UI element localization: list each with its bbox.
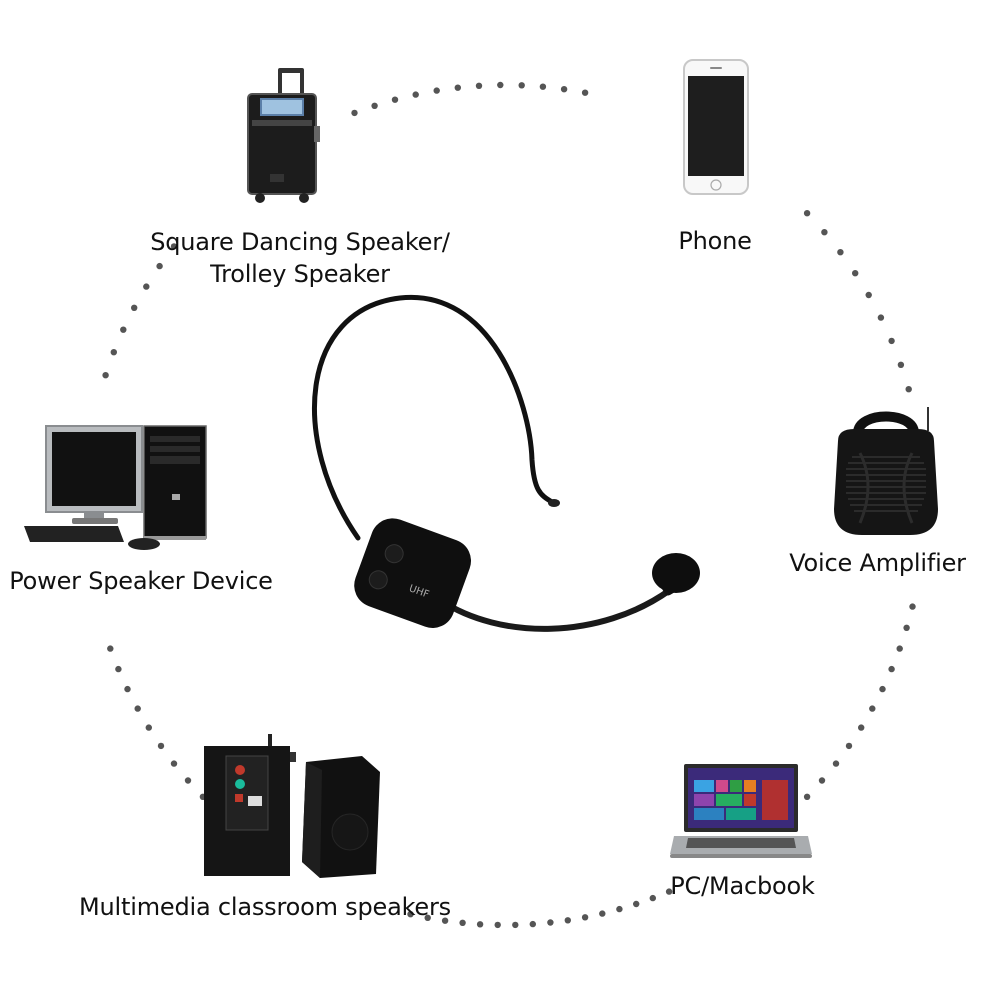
connector-dot [157,742,165,750]
connector-dot [649,894,656,902]
connector-dot [170,243,178,250]
classroom-speakers-device [202,732,388,880]
connector-dot [539,83,547,90]
connector-dot [412,91,419,98]
connector-dot [476,921,484,928]
voice-amplifier-device [830,405,942,537]
connector-dot [865,291,872,299]
connector-dot [896,645,903,652]
connector-dot [818,777,826,784]
desktop-computer-icon [24,425,207,550]
connector-dot [497,81,504,89]
connector-dot [821,229,828,236]
phone-device [682,58,750,196]
trolley-speaker-icon [247,68,320,203]
headset-microphone: UHF [300,290,720,660]
portable-amplifier-icon [834,407,938,535]
dotted-arc-bottom [407,888,673,929]
device-label-power-speaker: Power Speaker Device [9,567,273,595]
connector-dot [371,102,378,110]
connector-dot [832,760,840,767]
connector-dot [512,921,519,929]
connector-dot [518,82,525,89]
connector-dot [120,326,127,333]
connector-dot [529,920,536,928]
dotted-arc-lower-left [107,645,207,800]
laptop-icon [670,764,812,858]
connector-dot [170,760,178,767]
connector-dot [903,624,910,631]
connector-dot [547,919,554,926]
connector-dot [424,914,431,921]
connector-dot [581,914,589,921]
trolley-speaker-device [240,66,322,206]
connector-dot [433,87,440,94]
connector-dot [633,900,640,908]
connector-dot [852,270,859,277]
bookshelf-speakers-icon [204,734,380,878]
connector-dot [888,337,895,345]
connector-dot [124,685,131,693]
dotted-arc-upper-right [803,210,912,393]
connector-dot [454,84,461,91]
connector-dot [115,665,122,673]
connector-dot [905,386,912,393]
connector-dot [858,724,865,731]
connector-dot [134,705,141,712]
connector-dot [156,262,163,270]
device-label-phone: Phone [678,227,752,255]
device-label-pc-macbook: PC/Macbook [670,872,815,900]
connector-dot [131,304,138,311]
connector-dot [407,911,414,918]
headset-microphone-icon: UHF [311,294,700,632]
power-speaker-device [22,422,208,552]
label-line-2: Trolley Speaker [210,260,390,288]
connector-dot [107,645,114,652]
connector-dot [803,210,811,217]
connector-dot [599,910,606,917]
smartphone-icon [683,59,749,195]
pc-macbook-device [670,762,812,860]
connector-dot [845,742,853,750]
dotted-arc-upper-left [102,243,178,379]
connector-dot [581,89,589,96]
device-label-classroom-speakers: Multimedia classroom speakers [79,893,451,921]
connector-dot [145,724,152,731]
dotted-arc-top [351,81,589,117]
connector-dot [909,603,916,610]
connector-dot [616,905,623,913]
connector-dot [888,665,895,673]
device-label-voice-amplifier: Voice Amplifier [789,549,966,577]
connector-dot [803,793,811,800]
connector-dot [351,109,358,117]
connector-dot [869,705,876,712]
connector-dot [391,96,399,103]
label-line-1: Square Dancing Speaker/ [150,228,450,256]
connector-dot [441,917,449,924]
dotted-arc-lower-right [803,603,916,800]
connector-dot [560,86,568,93]
device-label-trolley-speaker: Square Dancing Speaker/ Trolley Speaker [120,226,480,290]
connector-dot [564,917,571,924]
connector-dot [475,82,483,90]
connector-dot [877,314,885,321]
connector-dot [110,349,118,356]
connector-dot [897,361,905,368]
connector-dot [184,777,192,784]
connector-dot [143,283,150,290]
connector-dot [494,921,501,929]
connector-dot [665,888,673,895]
connector-dot [879,685,886,693]
connector-dot [102,372,109,379]
connector-dot [459,919,466,926]
connector-dot [837,249,844,256]
